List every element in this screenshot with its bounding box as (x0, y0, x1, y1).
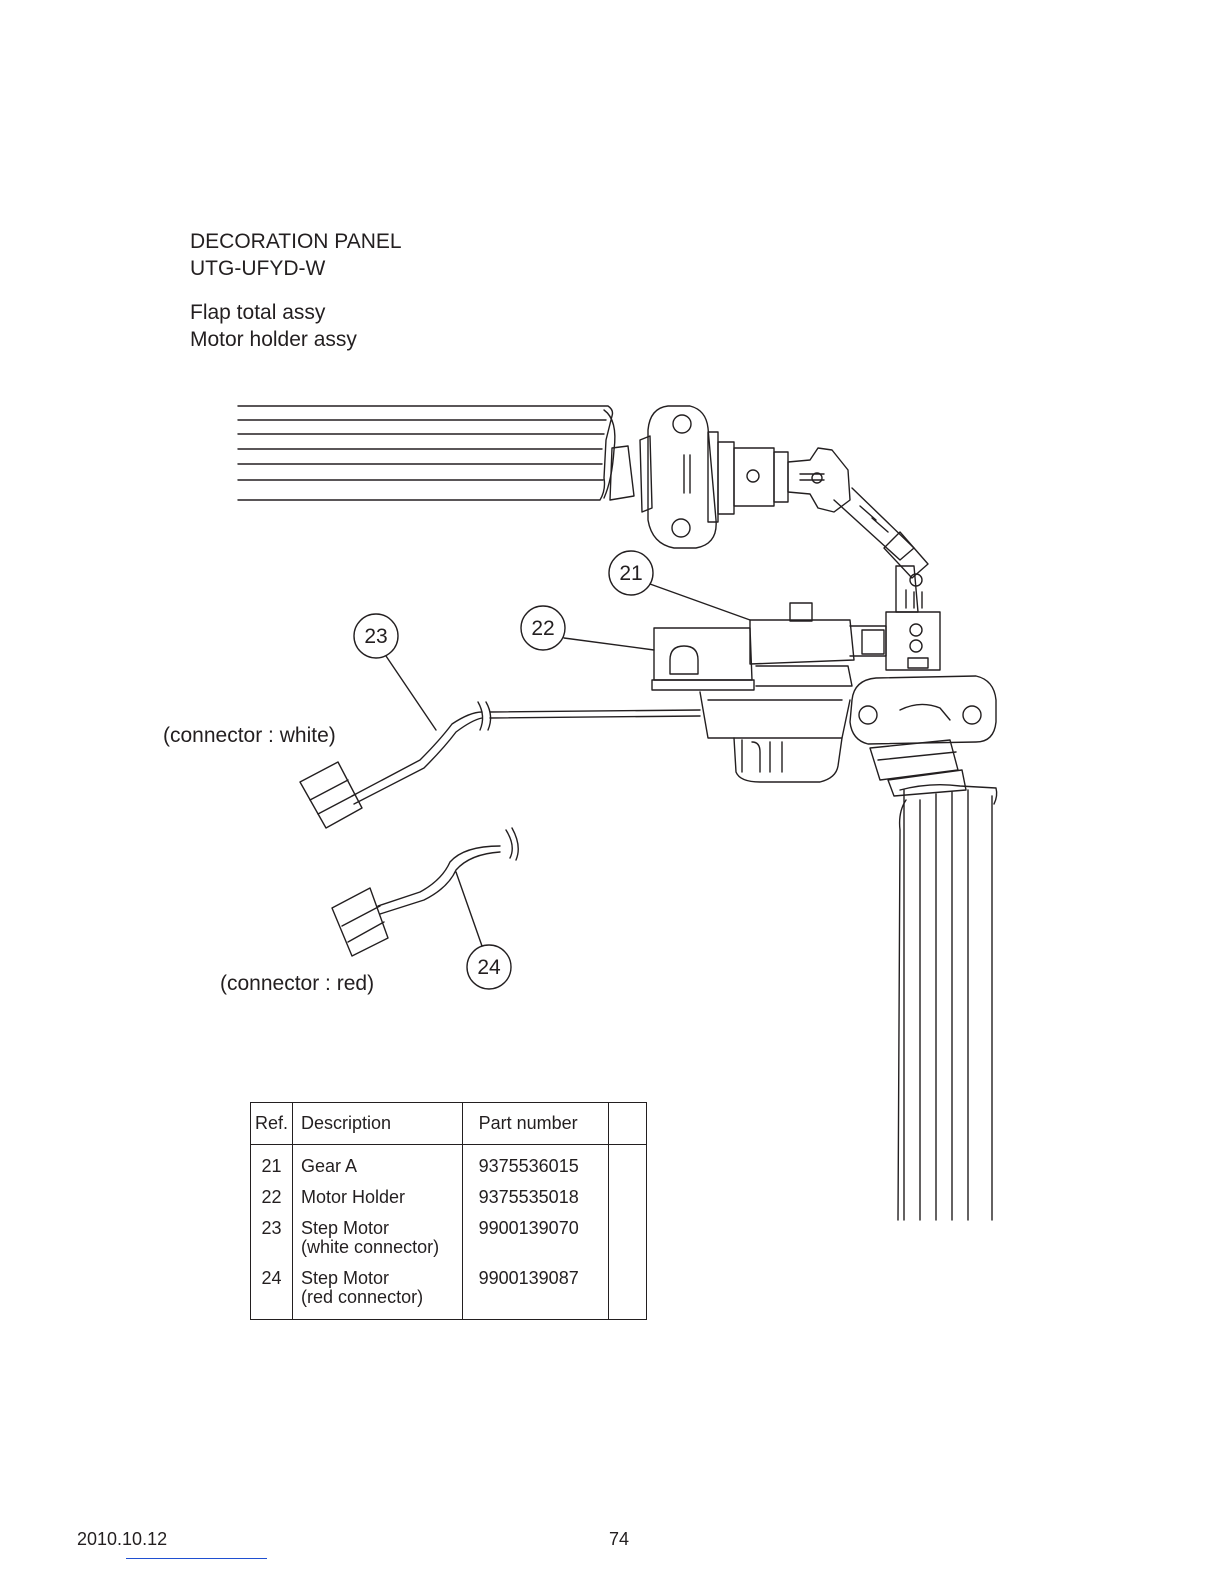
gear-and-holder (750, 603, 940, 670)
header-part-number: Part number (462, 1103, 608, 1145)
header-blank (608, 1103, 646, 1145)
svg-text:23: 23 (364, 625, 387, 648)
row-part-number: 9900139070 (462, 1219, 608, 1269)
row-description: Step Motor (red connector) (293, 1269, 463, 1320)
callout-23: 23 (354, 614, 398, 658)
footer-date: 2010.10.12 (77, 1529, 167, 1550)
row-description-line: Step Motor (301, 1269, 454, 1288)
row-blank (608, 1219, 646, 1269)
footer-link-line (126, 1558, 267, 1559)
step-motor-wire-red (332, 828, 518, 956)
leader-22 (564, 638, 654, 650)
step-motor-wire-white (300, 702, 700, 828)
table-row: 22 Motor Holder 9375535018 (251, 1188, 647, 1219)
table-row: 23 Step Motor (white connector) 99001390… (251, 1219, 647, 1269)
row-part-number: 9900139087 (462, 1269, 608, 1320)
row-description-note: (red connector) (301, 1288, 454, 1307)
row-blank (608, 1269, 646, 1320)
connector-white-label: (connector : white) (163, 724, 336, 748)
row-ref: 24 (251, 1269, 293, 1320)
row-description-line: Gear A (301, 1157, 454, 1176)
leader-24 (456, 872, 482, 946)
svg-text:24: 24 (477, 956, 501, 979)
parts-table: Ref. Description Part number 21 Gear A 9… (250, 1102, 647, 1320)
connector-red-label: (connector : red) (220, 972, 374, 996)
callout-24: 24 (467, 945, 511, 989)
row-ref: 22 (251, 1188, 293, 1219)
leader-23 (386, 656, 436, 730)
table-row: 24 Step Motor (red connector) 9900139087 (251, 1269, 647, 1320)
flap-end-bracket (610, 406, 788, 548)
row-description: Motor Holder (293, 1188, 463, 1219)
callout-21: 21 (609, 551, 653, 595)
page-number: 74 (609, 1529, 629, 1550)
row-description: Gear A (293, 1145, 463, 1189)
connector-white (300, 762, 362, 828)
row-blank (608, 1145, 646, 1189)
row-description-note: (white connector) (301, 1238, 454, 1257)
row-description: Step Motor (white connector) (293, 1219, 463, 1269)
lower-pivot-bracket (850, 676, 996, 796)
horizontal-flap (238, 406, 615, 500)
svg-text:21: 21 (619, 562, 642, 585)
leader-21 (650, 584, 750, 620)
row-description-line: Step Motor (301, 1219, 454, 1238)
callout-22: 22 (521, 606, 565, 650)
vertical-flap (898, 785, 997, 1220)
motor-holder (652, 628, 852, 782)
row-ref: 23 (251, 1219, 293, 1269)
header-description: Description (293, 1103, 463, 1145)
row-description-line: Motor Holder (301, 1188, 454, 1207)
row-part-number: 9375536015 (462, 1145, 608, 1189)
header-ref: Ref. (251, 1103, 293, 1145)
svg-text:22: 22 (531, 617, 554, 640)
connector-red (332, 888, 388, 956)
row-blank (608, 1188, 646, 1219)
table-row: 21 Gear A 9375536015 (251, 1145, 647, 1189)
row-part-number: 9375535018 (462, 1188, 608, 1219)
parts-table-header: Ref. Description Part number (251, 1103, 647, 1145)
row-ref: 21 (251, 1145, 293, 1189)
link-arm (788, 448, 928, 612)
